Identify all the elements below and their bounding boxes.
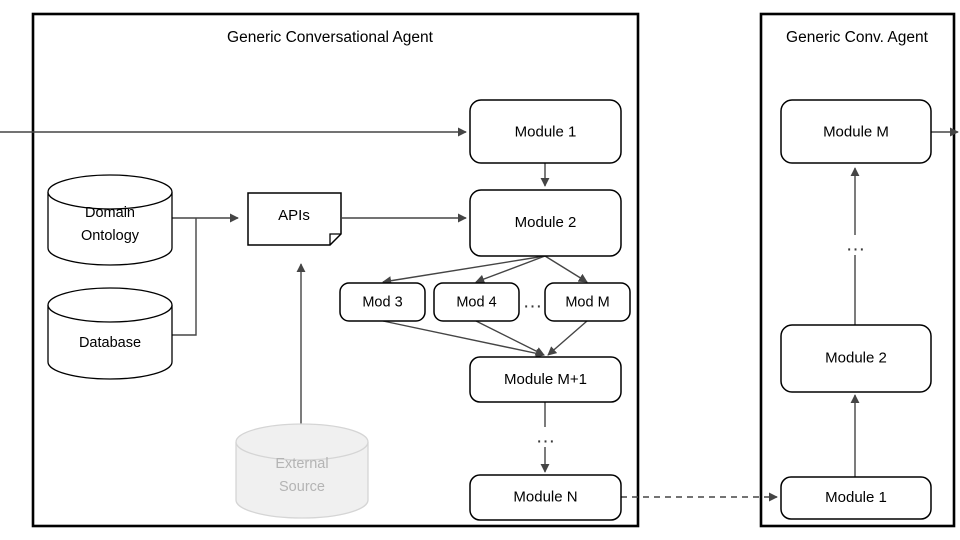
domain-ontology-top bbox=[47, 174, 173, 210]
node-right-module-m[interactable]: Module M bbox=[780, 99, 932, 164]
edge-module-2-to-mod-3 bbox=[382, 255, 546, 286]
right-module-1-label: Module 1 bbox=[825, 489, 887, 506]
node-mod-4[interactable]: Mod 4 bbox=[433, 282, 520, 322]
mod-4-box[interactable] bbox=[433, 282, 520, 322]
right-module-m-label: Module M bbox=[823, 123, 889, 140]
mod-3-box[interactable] bbox=[339, 282, 426, 322]
domain-ontology-label-line2: Ontology bbox=[81, 228, 140, 244]
node-right-module-1[interactable]: Module 1 bbox=[780, 476, 932, 520]
left-vertical-ellipsis: … bbox=[536, 425, 557, 447]
external-source-top bbox=[235, 423, 369, 461]
node-module-1[interactable]: Module 1 bbox=[469, 99, 622, 164]
mod-m-box[interactable] bbox=[544, 282, 631, 322]
mod-3-label: Mod 3 bbox=[362, 294, 402, 310]
horizontal-ellipsis: … bbox=[523, 290, 544, 312]
right-module-2-box[interactable] bbox=[780, 324, 932, 393]
node-domain-ontology[interactable]: Domain Ontology bbox=[47, 174, 173, 266]
vertical-ellipsis-mask bbox=[530, 427, 562, 447]
database-label: Database bbox=[79, 335, 141, 351]
node-external-source[interactable]: External Source bbox=[235, 423, 369, 519]
module-m-plus-1-box[interactable] bbox=[469, 356, 622, 403]
edge-mod-3-to-module-m-plus-1 bbox=[382, 320, 545, 358]
left-panel-title: Generic Conversational Agent bbox=[227, 29, 434, 46]
node-apis[interactable]: APIs bbox=[247, 192, 342, 246]
right-vertical-ellipsis-mask bbox=[839, 235, 872, 255]
database-top bbox=[47, 287, 173, 323]
module-2-box[interactable] bbox=[469, 189, 622, 257]
node-module-n[interactable]: Module N bbox=[469, 474, 622, 521]
right-panel-border bbox=[759, 12, 956, 528]
domain-ontology-label-line1: Domain bbox=[85, 205, 135, 221]
external-source-body[interactable] bbox=[235, 442, 369, 519]
node-module-2[interactable]: Module 2 bbox=[469, 189, 622, 257]
database-body[interactable] bbox=[47, 305, 173, 380]
edge-module-2-to-mod-4 bbox=[475, 255, 546, 284]
apis-fold-corner-icon bbox=[329, 233, 341, 245]
edge-mod-4-to-module-m-plus-1 bbox=[475, 320, 545, 356]
apis-label: APIs bbox=[278, 207, 310, 224]
domain-ontology-body[interactable] bbox=[47, 192, 173, 266]
node-mod-3[interactable]: Mod 3 bbox=[339, 282, 426, 322]
edge-module-2-to-mod-m bbox=[544, 255, 588, 283]
mod-4-label: Mod 4 bbox=[456, 294, 496, 310]
right-panel-title: Generic Conv. Agent bbox=[786, 29, 929, 46]
left-panel-border bbox=[31, 12, 640, 528]
external-source-label-line2: Source bbox=[279, 479, 325, 495]
right-module-1-box[interactable] bbox=[780, 476, 932, 520]
module-1-box[interactable] bbox=[469, 99, 622, 164]
external-source-label-line1: External bbox=[275, 456, 328, 472]
right-module-m-box[interactable] bbox=[780, 99, 932, 164]
module-2-label: Module 2 bbox=[515, 214, 577, 231]
node-module-m-plus-1[interactable]: Module M+1 bbox=[469, 356, 622, 403]
module-n-label: Module N bbox=[513, 488, 577, 505]
node-right-module-2[interactable]: Module 2 bbox=[780, 324, 932, 393]
edge-mod-m-to-module-m-plus-1 bbox=[547, 320, 588, 356]
module-n-box[interactable] bbox=[469, 474, 622, 521]
edge-database-to-apis bbox=[172, 218, 197, 336]
mod-m-label: Mod M bbox=[565, 294, 609, 310]
node-database[interactable]: Database bbox=[47, 287, 173, 380]
module-m-plus-1-label: Module M+1 bbox=[504, 371, 587, 388]
node-mod-m[interactable]: Mod M bbox=[544, 282, 631, 322]
module-1-label: Module 1 bbox=[515, 123, 577, 140]
right-vertical-ellipsis: … bbox=[846, 233, 867, 255]
apis-shape[interactable] bbox=[247, 192, 342, 246]
right-module-2-label: Module 2 bbox=[825, 349, 887, 366]
